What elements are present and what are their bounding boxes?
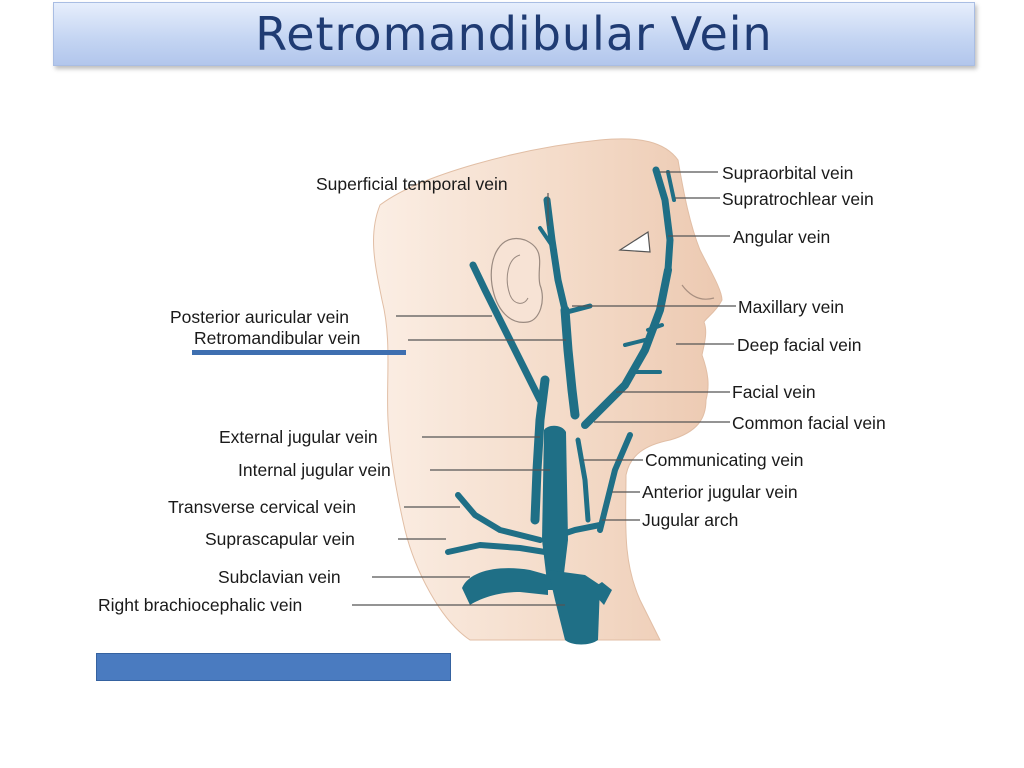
label-common-facial-vein: Common facial vein: [732, 413, 886, 433]
label-supratrochlear-vein: Supratrochlear vein: [722, 189, 874, 209]
right-brachiocephalic-vein: [548, 570, 600, 645]
transverse-cervical-vein: [455, 492, 543, 543]
deep-facial-branch: [623, 338, 647, 347]
superficial-temporal-vein: [543, 196, 569, 314]
slide-title: Retromandibular Vein: [255, 7, 773, 61]
posterior-auricular-vein: [469, 261, 544, 404]
internal-jugular-vein: [542, 425, 568, 590]
facial-vein: [581, 266, 672, 429]
label-facial-vein: Facial vein: [732, 382, 816, 402]
label-supraorbital-vein: Supraorbital vein: [722, 163, 854, 183]
label-jugular-arch: Jugular arch: [642, 510, 739, 530]
label-transverse-cervical-vein: Transverse cervical vein: [168, 497, 357, 517]
superficial-temporal-branch: [538, 226, 557, 252]
label-internal-jugular-vein: Internal jugular vein: [238, 460, 391, 480]
label-subclavian-vein: Subclavian vein: [218, 567, 341, 587]
blue-text-box[interactable]: [96, 653, 451, 681]
label-superficial-temporal-vein: Superficial temporal vein: [316, 174, 508, 194]
label-retromandibular-vein: Retromandibular vein: [194, 328, 361, 348]
highlight-underline: [192, 350, 406, 355]
leader-lines: [352, 171, 736, 606]
left-brachiocephalic-stub: [590, 582, 612, 605]
slide-title-bar: Retromandibular Vein: [53, 2, 975, 66]
nose-outline: [681, 284, 715, 300]
label-external-jugular-vein: External jugular vein: [219, 427, 378, 447]
label-maxillary-vein: Maxillary vein: [738, 297, 844, 317]
communicating-vein: [575, 437, 591, 523]
label-angular-vein: Angular vein: [733, 227, 831, 247]
label-posterior-auricular-vein: Posterior auricular vein: [170, 307, 349, 327]
label-suprascapular-vein: Suprascapular vein: [205, 529, 355, 549]
label-anterior-jugular-vein: Anterior jugular vein: [642, 482, 798, 502]
label-communicating-vein: Communicating vein: [645, 450, 804, 470]
subclavian-vein: [462, 568, 548, 605]
label-right-brachiocephalic-vein: Right brachiocephalic vein: [98, 595, 303, 615]
supratrochlear-branch: [666, 170, 676, 202]
ear-outline: [490, 237, 543, 323]
suprascapular-vein: [445, 542, 548, 555]
maxillary-vein-branch: [564, 303, 593, 315]
facial-lip-branch: [646, 323, 664, 332]
supraorbital-supratrochlear-vein: [652, 166, 674, 274]
eye-outline: [618, 230, 651, 253]
external-jugular-vein: [530, 375, 550, 525]
retromandibular-vein: [560, 305, 580, 420]
label-deep-facial-vein: Deep facial vein: [737, 335, 862, 355]
ear-inner: [506, 254, 529, 304]
